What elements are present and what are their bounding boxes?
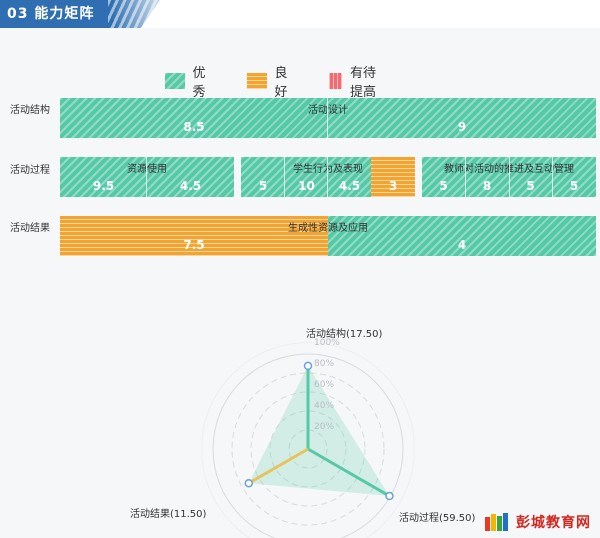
segment-student-behavior[interactable]: 学生行为及表现 5 10 4.5 3 <box>241 157 415 197</box>
ring-label: 60% <box>314 380 335 390</box>
cell-value: 5 <box>439 179 448 193</box>
cell-value: 7.5 <box>183 238 205 252</box>
books-icon <box>485 513 508 531</box>
cell-value: 9.5 <box>92 179 115 193</box>
radar-outer-ring <box>201 342 415 538</box>
cell-value: 4.5 <box>179 179 202 193</box>
cell-divider <box>465 157 466 197</box>
segment-title: 资源使用 <box>127 164 167 175</box>
cell-value: 4 <box>457 238 467 252</box>
legend-label: 有待提高 <box>350 66 377 100</box>
row-label-result: 活动结果 <box>10 223 50 234</box>
cell-divider <box>284 157 285 197</box>
radar-points <box>244 361 394 501</box>
segment-teacher-management[interactable]: 教师对活动的推进及互动管理 5 8 5 5 <box>422 157 596 197</box>
cell-value: 3 <box>388 179 398 193</box>
radar-ring <box>231 372 385 526</box>
radar-ring <box>288 429 328 469</box>
radar-point <box>385 491 394 501</box>
ring-label: 20% <box>314 422 335 432</box>
segment-generative-resources[interactable]: 生成性资源及应用 7.5 4 <box>60 216 596 256</box>
legend-label: 优秀 <box>192 66 206 100</box>
radar-axis-label-structure: 活动结构(17.50) <box>306 329 383 340</box>
cell-value: 5 <box>258 179 268 193</box>
segment-title: 生成性资源及应用 <box>288 223 368 234</box>
bar-row-result: 生成性资源及应用 7.5 4 <box>60 216 596 256</box>
segment-generative-resources-good <box>60 216 328 256</box>
cell-value: 4.5 <box>338 179 361 193</box>
segment-activity-design[interactable]: 活动设计 8.5 9 <box>60 98 596 138</box>
segment-student-behavior-excellent <box>241 157 371 197</box>
radar-axis-label-result: 活动结果(11.50) <box>130 509 207 520</box>
bar-row-structure: 活动设计 8.5 9 <box>60 98 596 138</box>
radar-spoke <box>307 447 391 498</box>
cell-divider <box>327 98 328 138</box>
cell-value: 5 <box>526 179 535 193</box>
radar-ring <box>212 353 404 538</box>
row-label-process: 活动过程 <box>10 165 50 176</box>
radar-spokes <box>248 365 391 498</box>
legend-swatch-excellent <box>165 73 185 89</box>
radar-ring <box>269 410 347 488</box>
radar-point <box>244 478 254 488</box>
legend-label: 良好 <box>274 66 288 100</box>
segment-generative-resources-excellent <box>328 216 596 256</box>
cell-divider <box>146 157 147 197</box>
cell-divider <box>552 157 553 197</box>
radar-rings <box>201 342 415 538</box>
cell-divider <box>509 157 510 197</box>
logo-text: 彭城教育网 <box>516 515 591 531</box>
ring-label: 40% <box>314 401 335 411</box>
legend-item-excellent[interactable]: 优秀 <box>165 62 212 100</box>
ring-label: 100% <box>314 338 340 348</box>
cell-divider <box>327 157 328 197</box>
legend-item-needs-improvement[interactable]: 有待提高 <box>329 62 376 100</box>
radar-spoke <box>248 447 309 485</box>
segment-title: 活动设计 <box>308 105 348 116</box>
ring-label: 80% <box>314 359 335 369</box>
legend-swatch-needs-improvement <box>329 73 342 89</box>
cell-value: 8 <box>482 179 492 193</box>
cell-value: 5 <box>569 179 579 193</box>
bar-row-process: 资源使用 9.5 4.5 学生行为及表现 5 10 4.5 3 教师对活动的推进… <box>60 157 596 197</box>
segment-title: 学生行为及表现 <box>293 164 363 175</box>
radar-point <box>303 361 313 371</box>
radar-axis-label-process: 活动过程(59.50) <box>399 513 476 524</box>
legend-swatch-good <box>247 73 267 89</box>
segment-student-behavior-good <box>371 157 415 197</box>
legend-item-good[interactable]: 良好 <box>247 62 294 100</box>
cell-value: 9 <box>457 120 467 134</box>
radar-ring <box>250 391 366 507</box>
row-label-structure: 活动结构 <box>10 105 50 116</box>
cell-value: 10 <box>298 179 315 193</box>
section-title: 03 能力矩阵 <box>7 6 95 22</box>
segment-resource-use[interactable]: 资源使用 9.5 4.5 <box>60 157 234 197</box>
cell-value: 8.5 <box>183 120 205 134</box>
site-logo[interactable]: 彭城教育网 <box>484 510 591 534</box>
